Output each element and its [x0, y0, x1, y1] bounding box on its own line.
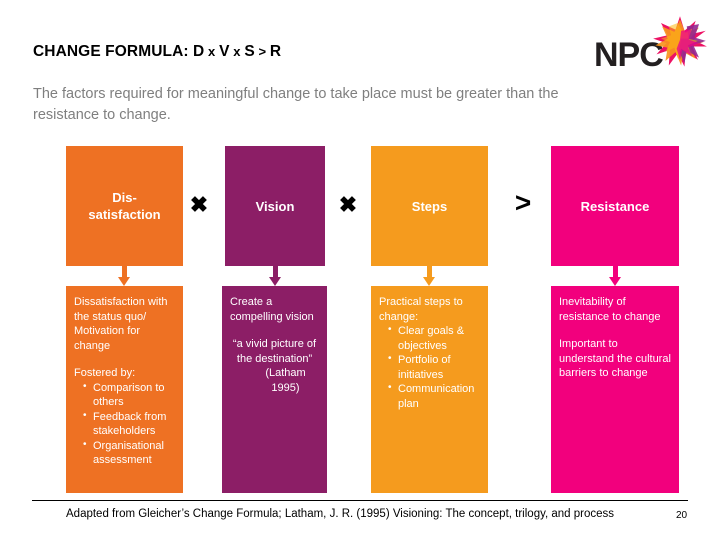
- npc-logo: NPC: [594, 14, 708, 76]
- starburst-icon: [653, 16, 707, 67]
- list-item: Clear goals & objectives: [388, 323, 480, 353]
- page-title-op1: x: [204, 44, 220, 59]
- list-item: Comparison to others: [83, 380, 175, 410]
- box-vision[interactable]: Vision: [225, 146, 325, 266]
- page-title-r: R: [269, 43, 282, 60]
- list-item: Communication plan: [388, 381, 480, 411]
- box-vision-label: Vision: [255, 198, 295, 214]
- detail-vision: Create a compelling vision “a vivid pict…: [222, 286, 327, 493]
- detail-dissatisfaction-intro: Dissatisfaction with the status quo/ Mot…: [74, 296, 168, 352]
- detail-resistance: Inevitability of resistance to change Im…: [551, 286, 679, 493]
- box-dissatisfaction-label: Dis- satisfaction: [88, 189, 160, 223]
- list-item: Portfolio of initiatives: [388, 352, 480, 382]
- page-number: 20: [676, 510, 688, 521]
- arrow-down-steps-icon: [423, 266, 435, 286]
- detail-dissatisfaction: Dissatisfaction with the status quo/ Mot…: [66, 286, 183, 493]
- page-title-main: CHANGE FORMULA: D: [33, 43, 205, 60]
- page-title-op3: >: [254, 44, 270, 59]
- page-subtitle: The factors required for meaningful chan…: [33, 86, 559, 123]
- arrow-down-vision-icon: [269, 266, 281, 286]
- multiply-operator-1-icon: ✖: [189, 192, 209, 217]
- box-resistance[interactable]: Resistance: [551, 146, 679, 266]
- greater-than-operator-icon: >: [514, 187, 532, 218]
- footer-divider: [32, 500, 688, 501]
- footer-source: Adapted from Gleicher’s Change Formula; …: [66, 508, 615, 520]
- detail-resistance-para2: Important to understand the cultural bar…: [559, 338, 671, 379]
- list-item: Organisational assessment: [83, 438, 175, 468]
- list-item: Feedback from stakeholders: [83, 409, 175, 439]
- detail-steps: Practical steps to change: Clear goals &…: [371, 286, 488, 493]
- detail-vision-citation: (Latham 1995): [265, 367, 306, 394]
- detail-steps-bullets: Clear goals & objectives Portfolio of in…: [379, 323, 480, 411]
- page-title-v: V: [219, 43, 230, 60]
- detail-dissatisfaction-subhead: Fostered by:: [74, 367, 136, 379]
- box-dissatisfaction[interactable]: Dis- satisfaction: [66, 146, 183, 266]
- detail-resistance-para1: Inevitability of resistance to change: [559, 296, 661, 323]
- arrow-down-resistance-icon: [609, 266, 621, 286]
- detail-dissatisfaction-bullets: Comparison to others Feedback from stake…: [74, 380, 175, 468]
- detail-steps-intro: Practical steps to change:: [379, 296, 463, 323]
- box-steps[interactable]: Steps: [371, 146, 488, 266]
- box-resistance-label: Resistance: [580, 198, 650, 214]
- box-dissatisfaction-label-line2: satisfaction: [88, 207, 161, 222]
- detail-vision-quote: “a vivid picture of the destination”: [232, 338, 317, 365]
- logo-wordmark: NPC: [594, 36, 664, 74]
- detail-vision-intro: Create a compelling vision: [230, 296, 314, 323]
- page-title: CHANGE FORMULA: D x V x S > R: [33, 43, 281, 61]
- page-title-s: S: [244, 43, 255, 60]
- box-dissatisfaction-label-line1: Dis-: [112, 190, 137, 205]
- multiply-operator-2-icon: ✖: [338, 192, 358, 217]
- box-steps-label: Steps: [411, 198, 448, 214]
- page-title-op2: x: [229, 44, 245, 59]
- arrow-down-dissatisfaction-icon: [118, 266, 130, 286]
